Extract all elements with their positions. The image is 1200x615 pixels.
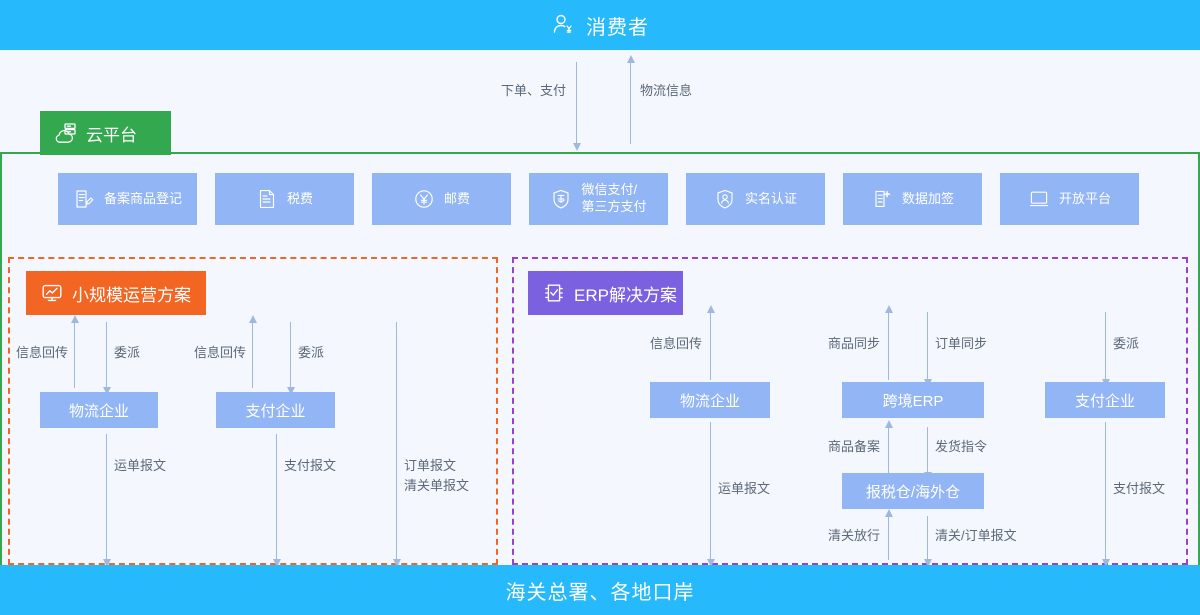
label-erp-delegate: 委派 (1113, 336, 1140, 351)
monitor-chart-icon (40, 281, 64, 305)
label-erp-product-filing: 商品备案 (827, 439, 880, 454)
document-edit-icon (73, 188, 95, 210)
monitor-icon (1028, 188, 1050, 210)
entity-erp-logistics[interactable]: 物流企业 (650, 382, 770, 418)
service-chip-label: 数据加签 (901, 190, 954, 206)
label-erp-order-sync: 订单同步 (935, 336, 988, 351)
service-chip-label: 微信支付/ 第三方支付 (581, 182, 647, 214)
yen-circle-icon (413, 188, 435, 210)
label-erp-ship-order: 发货指令 (935, 439, 988, 454)
cloud-server-icon (54, 121, 78, 145)
arrow-erp-product-sync (884, 305, 893, 380)
service-chip-real-name-auth[interactable]: 实名认证 (686, 173, 825, 225)
arrow-erp-waybill (706, 422, 715, 567)
customs-title: 海关总署、各地口岸 (505, 581, 695, 604)
arrow-small-logistics-info-back (70, 315, 79, 388)
arrow-small-order-message (392, 322, 401, 567)
service-chip-label: 实名认证 (744, 190, 797, 206)
page-title: 消费者 (586, 16, 649, 39)
user-yen-icon (551, 12, 577, 38)
document-icon (256, 188, 278, 210)
panel-erp-label: ERP解决方案 (574, 285, 677, 305)
document-plus-icon (871, 188, 893, 210)
label-small-info-back-1: 信息回传 (15, 345, 68, 360)
platform-frame-top (0, 152, 1200, 154)
arrow-small-pay-delegate (286, 322, 295, 395)
arrow-small-payment-message (272, 434, 281, 567)
arrow-erp-product-filing (884, 420, 893, 473)
arrow-erp-customs-order-message (923, 516, 932, 567)
entity-erp-payment[interactable]: 支付企业 (1045, 382, 1165, 418)
arrow-small-waybill (102, 434, 111, 567)
service-chip-wechat-third-party-pay[interactable]: 微信支付/ 第三方支付 (529, 173, 668, 225)
panel-erp-badge[interactable]: ERP解决方案 (528, 271, 683, 315)
arrow-erp-ship-order (923, 427, 932, 480)
service-chip-open-platform[interactable]: 开放平台 (1000, 173, 1139, 225)
shield-pay-icon (550, 188, 572, 210)
entity-small-logistics[interactable]: 物流企业 (40, 392, 158, 428)
arrow-erp-info-back (706, 305, 715, 380)
label-small-delegate-1: 委派 (114, 345, 141, 360)
arrow-small-logistics-delegate (102, 322, 111, 395)
panel-small-scale-label: 小规模运营方案 (72, 285, 191, 305)
arrow-erp-payment-message (1101, 422, 1110, 567)
flow-label-logistics-info: 物流信息 (640, 83, 693, 98)
arrow-erp-order-sync (923, 312, 932, 387)
entity-erp-bonded-overseas-warehouse[interactable]: 报税仓/海外仓 (842, 473, 984, 509)
flow-label-order-pay: 下单、支付 (500, 83, 566, 98)
flow-arrow-order-pay (572, 62, 581, 151)
label-small-order-message: 订单报文 清关单报文 (404, 458, 470, 493)
cloud-platform-badge[interactable]: 云平台 (40, 111, 171, 155)
arrow-erp-delegate (1101, 312, 1110, 387)
shield-user-icon (714, 188, 736, 210)
entity-erp-cross-border[interactable]: 跨境ERP (842, 382, 984, 418)
service-chip-tax[interactable]: 税费 (215, 173, 354, 225)
panel-small-scale-badge[interactable]: 小规模运营方案 (26, 271, 206, 315)
label-small-delegate-2: 委派 (298, 345, 325, 360)
service-chip-data-signature[interactable]: 数据加签 (843, 173, 982, 225)
consumer-title-group: 消费者 (551, 11, 649, 40)
consumer-bar: 消费者 (0, 0, 1200, 50)
entity-small-payment[interactable]: 支付企业 (216, 392, 335, 428)
label-erp-info-back: 信息回传 (649, 336, 702, 351)
platform-frame-left (0, 152, 2, 574)
panel-small-scale-frame (8, 257, 498, 565)
label-erp-product-sync: 商品同步 (827, 336, 880, 351)
service-chip-product-registration[interactable]: 备案商品登记 (58, 173, 197, 225)
service-chip-label: 备案商品登记 (103, 190, 182, 206)
erp-check-icon (542, 281, 566, 305)
label-erp-waybill: 运单报文 (718, 481, 771, 496)
label-erp-payment-message: 支付报文 (1113, 481, 1166, 496)
service-chip-label: 税费 (286, 190, 313, 206)
arrow-erp-customs-release (884, 509, 893, 560)
arrow-small-pay-info-back (248, 315, 257, 388)
customs-bar: 海关总署、各地口岸 (0, 565, 1200, 615)
label-small-waybill: 运单报文 (114, 458, 167, 473)
platform-frame-right (1198, 152, 1200, 574)
label-erp-customs-order-message: 清关/订单报文 (935, 528, 1017, 543)
cloud-platform-label: 云平台 (86, 125, 137, 145)
label-small-info-back-2: 信息回传 (193, 345, 246, 360)
flow-arrow-logistics-info (626, 55, 635, 144)
label-erp-customs-release: 清关放行 (827, 528, 880, 543)
service-chip-postage[interactable]: 邮费 (372, 173, 511, 225)
panel-erp-frame (512, 257, 1188, 565)
service-chip-label: 开放平台 (1058, 190, 1111, 206)
service-chip-label: 邮费 (443, 190, 470, 206)
label-small-payment-message: 支付报文 (284, 458, 337, 473)
